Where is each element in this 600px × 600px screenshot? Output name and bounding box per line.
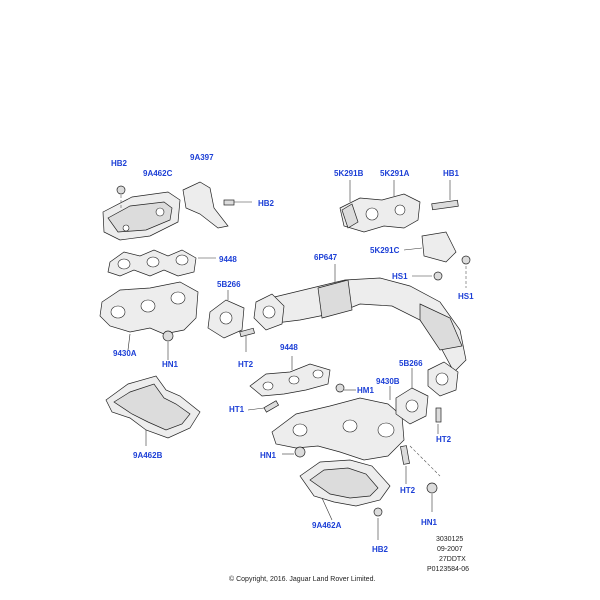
- label-hn1: HN1: [260, 451, 277, 460]
- label-5b266: 5B266: [399, 359, 423, 368]
- label-hs1: HS1: [392, 272, 408, 281]
- label-5k291b: 5K291B: [334, 169, 364, 178]
- egr-bracket-5k291c: [403, 231, 457, 263]
- label-9a462a: 9A462A: [312, 521, 342, 530]
- heat-shield-9a462b: [105, 375, 201, 446]
- label-9a462c: 9A462C: [143, 169, 173, 178]
- downpipe-6p647: [261, 264, 467, 373]
- label-6p647: 6P647: [314, 253, 338, 262]
- stud-ht2-right-top: [435, 407, 442, 434]
- label-hb2: HB2: [258, 199, 275, 208]
- gasket-5b266-left: [207, 290, 245, 339]
- heat-shield-9a397: [182, 181, 229, 229]
- label-9448: 9448: [280, 343, 298, 352]
- gasket-9448-left: [107, 249, 216, 277]
- nut-hn1-left: [162, 330, 174, 360]
- diagram-code: 3030125: [436, 536, 463, 543]
- label-hn1: HN1: [421, 518, 438, 527]
- label-5k291c: 5K291C: [370, 246, 400, 255]
- label-5k291a: 5K291A: [380, 169, 410, 178]
- egr-valve-5k291a: [339, 180, 421, 233]
- diagram-date: 09-2007: [437, 546, 463, 553]
- label-hb2: HB2: [372, 545, 389, 554]
- bolt-hb2-bottom: [373, 507, 383, 540]
- copyright-notice: © Copyright, 2016. Jaguar Land Rover Lim…: [229, 575, 375, 583]
- stud-ht2-left: [239, 327, 255, 352]
- label-hm1: HM1: [357, 386, 374, 395]
- label-9448: 9448: [219, 255, 237, 264]
- gasket-5b266-right: [395, 368, 429, 425]
- screw-hs1-right: [461, 255, 471, 288]
- gasket-9448-right: [249, 356, 331, 397]
- label-9a397: 9A397: [190, 153, 214, 162]
- bolt-hb2-top: [116, 185, 126, 210]
- diagram-model-code: 27DDTX: [439, 556, 466, 563]
- label-9430b: 9430B: [376, 377, 400, 386]
- flange-right-pipe: [427, 361, 459, 397]
- nut-hn1-right: [426, 482, 438, 512]
- label-9a462b: 9A462B: [133, 451, 163, 460]
- egr-bracket-5k291b: [341, 180, 359, 229]
- manifold-9430a: [99, 281, 199, 351]
- label-hs1: HS1: [458, 292, 474, 301]
- label-ht1: HT1: [229, 405, 245, 414]
- screw-hs1: [412, 271, 443, 281]
- label-9430a: 9430A: [113, 349, 137, 358]
- bolt-hb1: [431, 180, 459, 211]
- heat-shield-9a462c: [102, 191, 181, 241]
- label-ht2: HT2: [238, 360, 254, 369]
- label-hb2: HB2: [111, 159, 128, 168]
- label-hn1: HN1: [162, 360, 179, 369]
- bolt-hm1: [335, 383, 356, 393]
- stud-ht1: [247, 400, 280, 413]
- flange-5b266-left-pipe: [253, 293, 285, 331]
- label-ht2: HT2: [400, 486, 416, 495]
- bolt-hb2-right: [223, 199, 252, 206]
- diagram-reference: P0123584-06: [427, 566, 469, 573]
- label-hb1: HB1: [443, 169, 460, 178]
- stud-ht2-right-bottom: [400, 445, 441, 484]
- nut-hn1-middle: [282, 446, 306, 458]
- manifold-9430b: [271, 386, 405, 461]
- label-5b266: 5B266: [217, 280, 241, 289]
- heat-shield-9a462a: [299, 459, 391, 521]
- label-ht2: HT2: [436, 435, 452, 444]
